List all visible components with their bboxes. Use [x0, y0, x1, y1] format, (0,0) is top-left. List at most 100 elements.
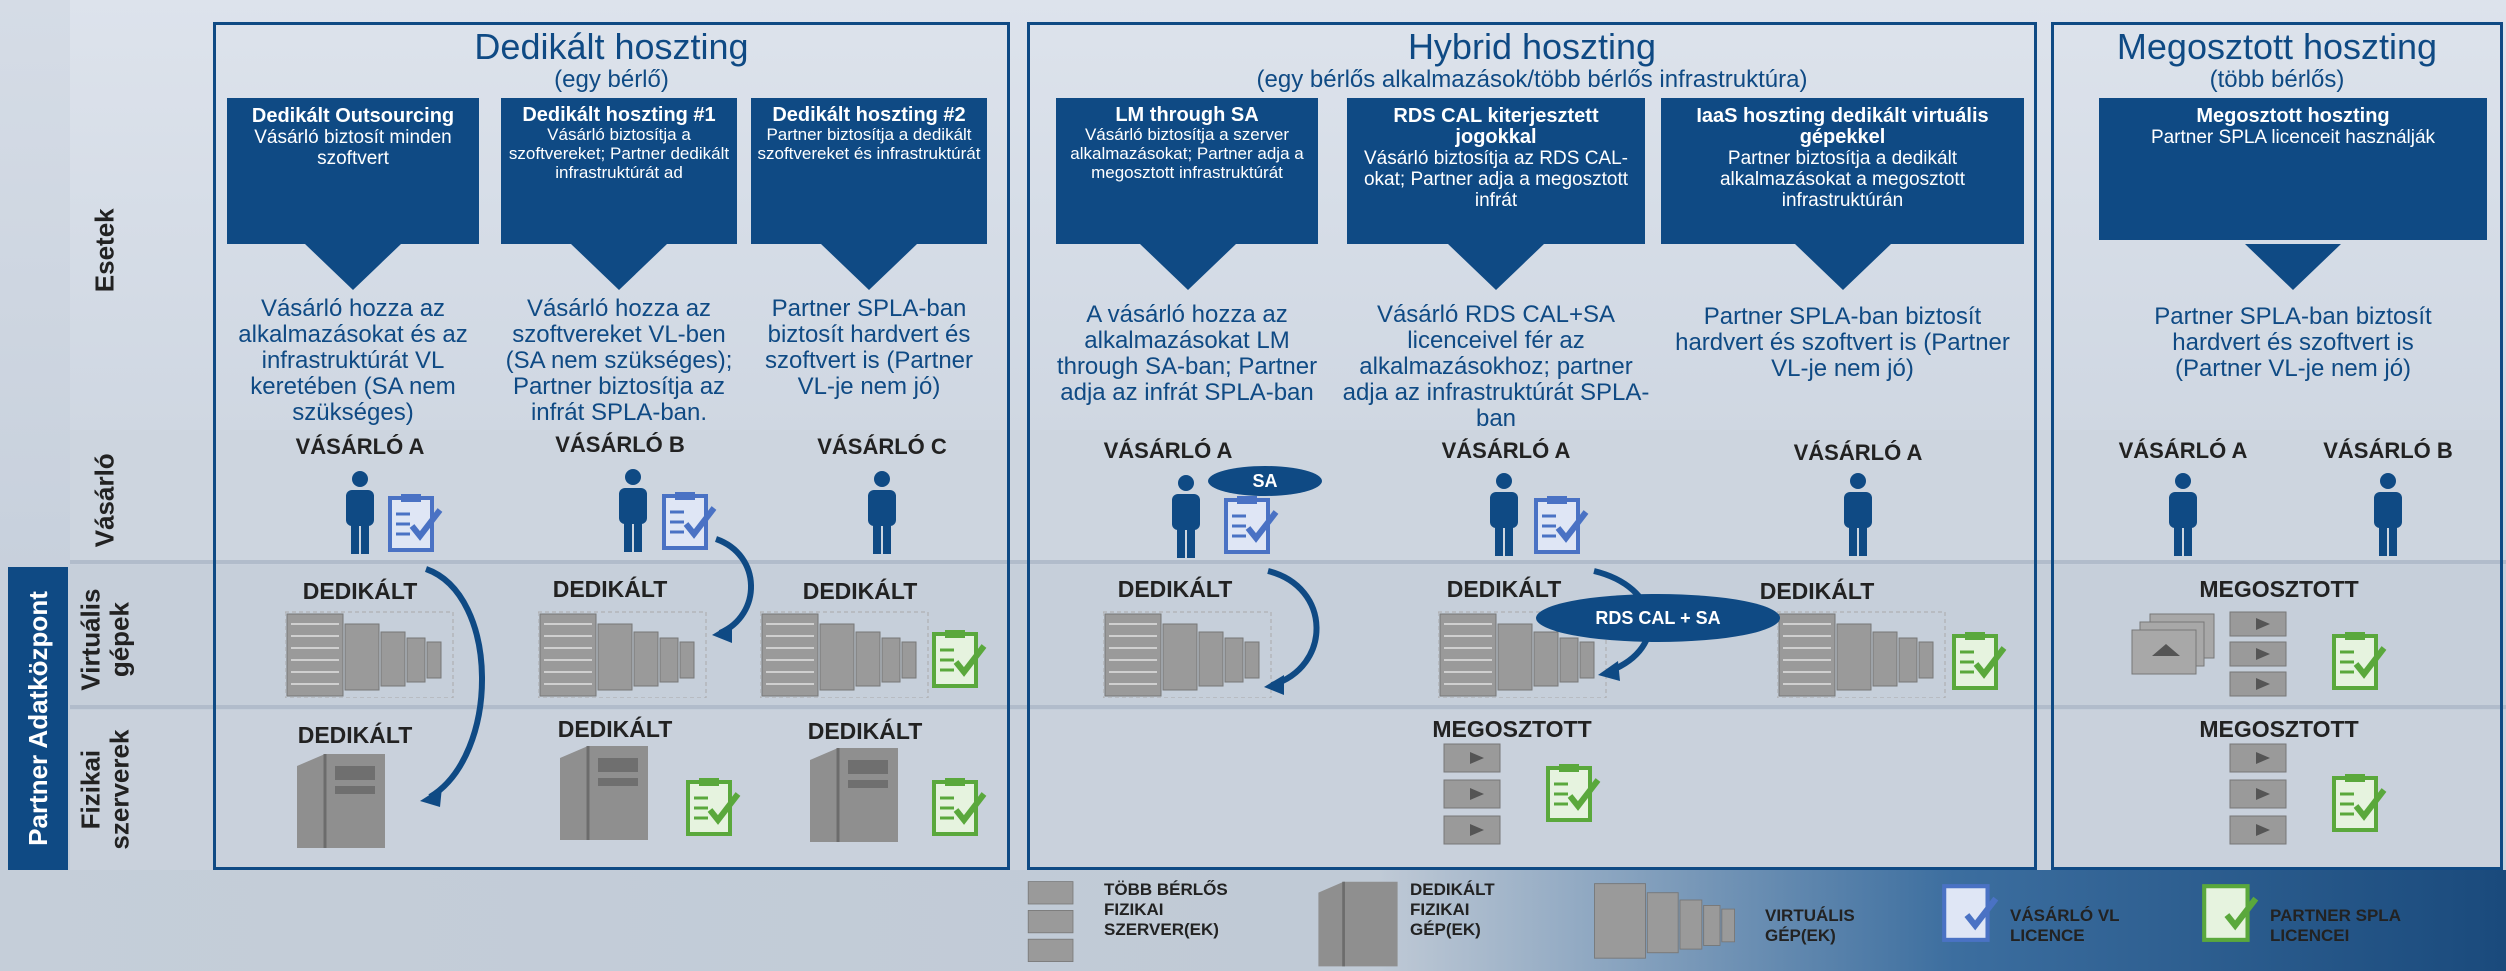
- legend-label: VIRTUÁLIS GÉP(EK): [1765, 906, 1855, 945]
- shared-vm-icon: [2131, 613, 2215, 675]
- tier-label: DEDIKÁLT: [297, 722, 413, 748]
- down-arrow-icon: [571, 244, 667, 290]
- down-arrow-icon: [821, 244, 917, 290]
- legend-item: VIRTUÁLIS GÉP(EK): [1585, 880, 1855, 960]
- section-title: Dedikált hoszting: [474, 26, 749, 67]
- case-description: Vásárló hozza az alkalmazásokat és az in…: [238, 295, 468, 426]
- down-arrow-icon: [1795, 244, 1891, 290]
- virtual-machine-icon: [1594, 883, 1735, 959]
- partner-license-icon: [2332, 774, 2387, 832]
- customer-label: VÁSÁRLÓ A: [1793, 440, 1923, 465]
- footer-band: [0, 870, 2506, 971]
- tier-label: DEDIKÁLT: [1759, 578, 1875, 604]
- case-body: Vásárló biztosítja a szerver alkalmazáso…: [1070, 125, 1304, 182]
- case-body: Partner biztosítja a dedikált szoftverek…: [757, 125, 981, 163]
- case-description: A vásárló hozza az alkalmazásokat LM thr…: [1056, 301, 1318, 406]
- case-head: RDS CAL kiterjesztett jogokkal: [1393, 105, 1599, 148]
- separator: [70, 705, 2506, 709]
- customer-label: VÁSÁRLÓ A: [1103, 438, 1233, 463]
- dedicated-machine-icon: [810, 748, 898, 842]
- down-arrow-icon: [2245, 244, 2341, 290]
- case-body: Vásárló biztosítja az RDS CAL-okat; Part…: [1363, 148, 1629, 211]
- dedicated-machine-icon: [560, 746, 648, 840]
- customer-label: VÁSÁRLÓ B: [555, 432, 685, 457]
- section-shared: Megosztott hoszting (több bérlős): [2051, 22, 2503, 870]
- customer-person-icon: [346, 471, 374, 554]
- partner-license-icon: [2332, 632, 2387, 690]
- curved-arrow-icon: [712, 536, 754, 643]
- case-head: Dedikált Outsourcing: [251, 105, 455, 127]
- row-label-esetek: Esetek: [89, 208, 120, 292]
- tier-label: DEDIKÁLT: [302, 578, 418, 604]
- multi-tenant-server-icon: [1027, 881, 1074, 962]
- partner-datacenter-label: Partner Adatközpont: [8, 567, 68, 870]
- virtual-machine-icon: [1438, 611, 1607, 698]
- section-subtitle: (egy bérlő): [554, 66, 669, 93]
- virtual-machine-icon: [1777, 611, 1946, 698]
- case-head: IaaS hoszting dedikált virtuális gépekke…: [1696, 105, 1989, 148]
- legend-item: VÁSÁRLÓ VL LICENCE: [1940, 880, 2120, 946]
- customer-license-icon: [1224, 496, 1279, 554]
- section-subtitle: (több bérlős): [2209, 66, 2345, 93]
- customer-person-icon: [1844, 473, 1872, 556]
- virtual-machine-icon: [285, 611, 454, 698]
- partner-license-icon: [932, 630, 987, 688]
- legend-label: DEDIKÁLT FIZIKAI GÉP(EK): [1410, 880, 1495, 939]
- tier-label: DEDIKÁLT: [802, 578, 918, 604]
- tier-label: DEDIKÁLT: [807, 718, 923, 744]
- partner-license-icon: [2202, 884, 2259, 942]
- multi-tenant-server-icon: [1443, 743, 1501, 845]
- case-body: Vásárló biztosít minden szoftvert: [254, 127, 452, 169]
- legend-item: PARTNER SPLA LICENCEI: [2200, 880, 2401, 946]
- customer-label: VÁSÁRLÓ C: [817, 434, 947, 459]
- customer-label: VÁSÁRLÓ A: [2118, 438, 2248, 463]
- customer-person-icon: [1490, 473, 1518, 556]
- customer-person-icon: [868, 471, 896, 554]
- case-box-iaas: IaaS hoszting dedikált virtuális gépekke…: [1661, 98, 2024, 244]
- row-label-fizikai: Fizikai szerverek: [75, 730, 134, 850]
- band-vasarlo: [70, 430, 2506, 560]
- customer-label: VÁSÁRLÓ B: [2323, 438, 2453, 463]
- dedicated-machine-icon: [297, 754, 385, 848]
- rds-cal-sa-badge: RDS CAL + SA: [1536, 594, 1780, 642]
- legend-label: PARTNER SPLA LICENCEI: [2270, 906, 2401, 945]
- case-description: Vásárló hozza az szoftvereket VL-ben (SA…: [505, 295, 733, 426]
- customer-license-icon: [388, 494, 443, 552]
- case-head: Dedikált hoszting #2: [772, 104, 966, 126]
- legend-label: VÁSÁRLÓ VL LICENCE: [2010, 906, 2120, 945]
- partner-license-icon: [1952, 632, 2007, 690]
- legend-item: DEDIKÁLT FIZIKAI GÉP(EK): [1316, 880, 1495, 970]
- case-head: LM through SA: [1115, 104, 1259, 126]
- case-head: Megosztott hoszting: [2196, 105, 2390, 127]
- multi-tenant-server-icon: [2229, 611, 2287, 697]
- customer-license-icon: [1942, 884, 1999, 942]
- partner-license-icon: [686, 778, 741, 836]
- tier-label: MEGOSZTOTT: [2199, 576, 2359, 602]
- down-arrow-icon: [305, 244, 401, 290]
- customer-person-icon: [1172, 475, 1200, 558]
- virtual-machine-icon: [1103, 611, 1272, 698]
- case-description: Partner SPLA-ban biztosít hardvert és sz…: [764, 295, 974, 400]
- virtual-machine-icon: [538, 611, 707, 698]
- tier-label: DEDIKÁLT: [1117, 576, 1233, 602]
- multi-tenant-server-icon: [2229, 743, 2287, 845]
- case-description: Vásárló RDS CAL+SA licenceivel fér az al…: [1342, 301, 1650, 432]
- customer-license-icon: [662, 492, 717, 550]
- tier-label: MEGOSZTOTT: [2199, 716, 2359, 742]
- separator: [70, 560, 2506, 564]
- section-dedicated: Dedikált hoszting (egy bérlő): [213, 22, 1010, 870]
- row-label-virtualis: Virtuális gépek: [75, 588, 134, 692]
- down-arrow-icon: [1140, 244, 1236, 290]
- partner-license-icon: [932, 778, 987, 836]
- customer-person-icon: [2374, 473, 2402, 556]
- tier-label: DEDIKÁLT: [1446, 576, 1562, 602]
- case-body: Partner SPLA licenceit használják: [2150, 127, 2436, 148]
- curved-arrow-icon: [1264, 568, 1320, 695]
- customer-person-icon: [619, 469, 647, 552]
- sa-badge: SA: [1208, 466, 1322, 496]
- case-body: Partner biztosítja a dedikált alkalmazás…: [1719, 148, 1965, 211]
